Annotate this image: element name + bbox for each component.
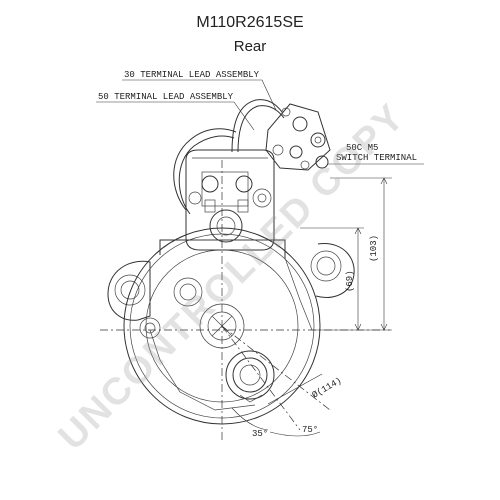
switch-terminal-label-1: 50C M5 [346,143,378,153]
main-terminal-stud [225,350,275,403]
dim-35-deg: 35° [252,429,268,439]
mounting-flange [107,243,355,321]
terminal-30-label: 30 TERMINAL LEAD ASSEMBLY [124,70,260,80]
terminal-cluster [265,103,331,171]
dimension-lines [231,177,392,437]
part-number-title: M110R2615SE [196,14,304,31]
terminal-50-label: 50 TERMINAL LEAD ASSEMBLY [98,92,234,102]
view-subtitle: Rear [233,38,267,55]
dim-69: (69) [345,270,355,292]
callout-leaders [96,79,424,165]
lead-wires [173,99,285,215]
dim-75-deg: 75° [302,425,318,435]
dim-114: Ø(114) [311,376,344,401]
switch-terminal-label-2: SWITCH TERMINAL [336,153,417,163]
dim-103: (103) [369,235,379,262]
solenoid [185,149,275,251]
